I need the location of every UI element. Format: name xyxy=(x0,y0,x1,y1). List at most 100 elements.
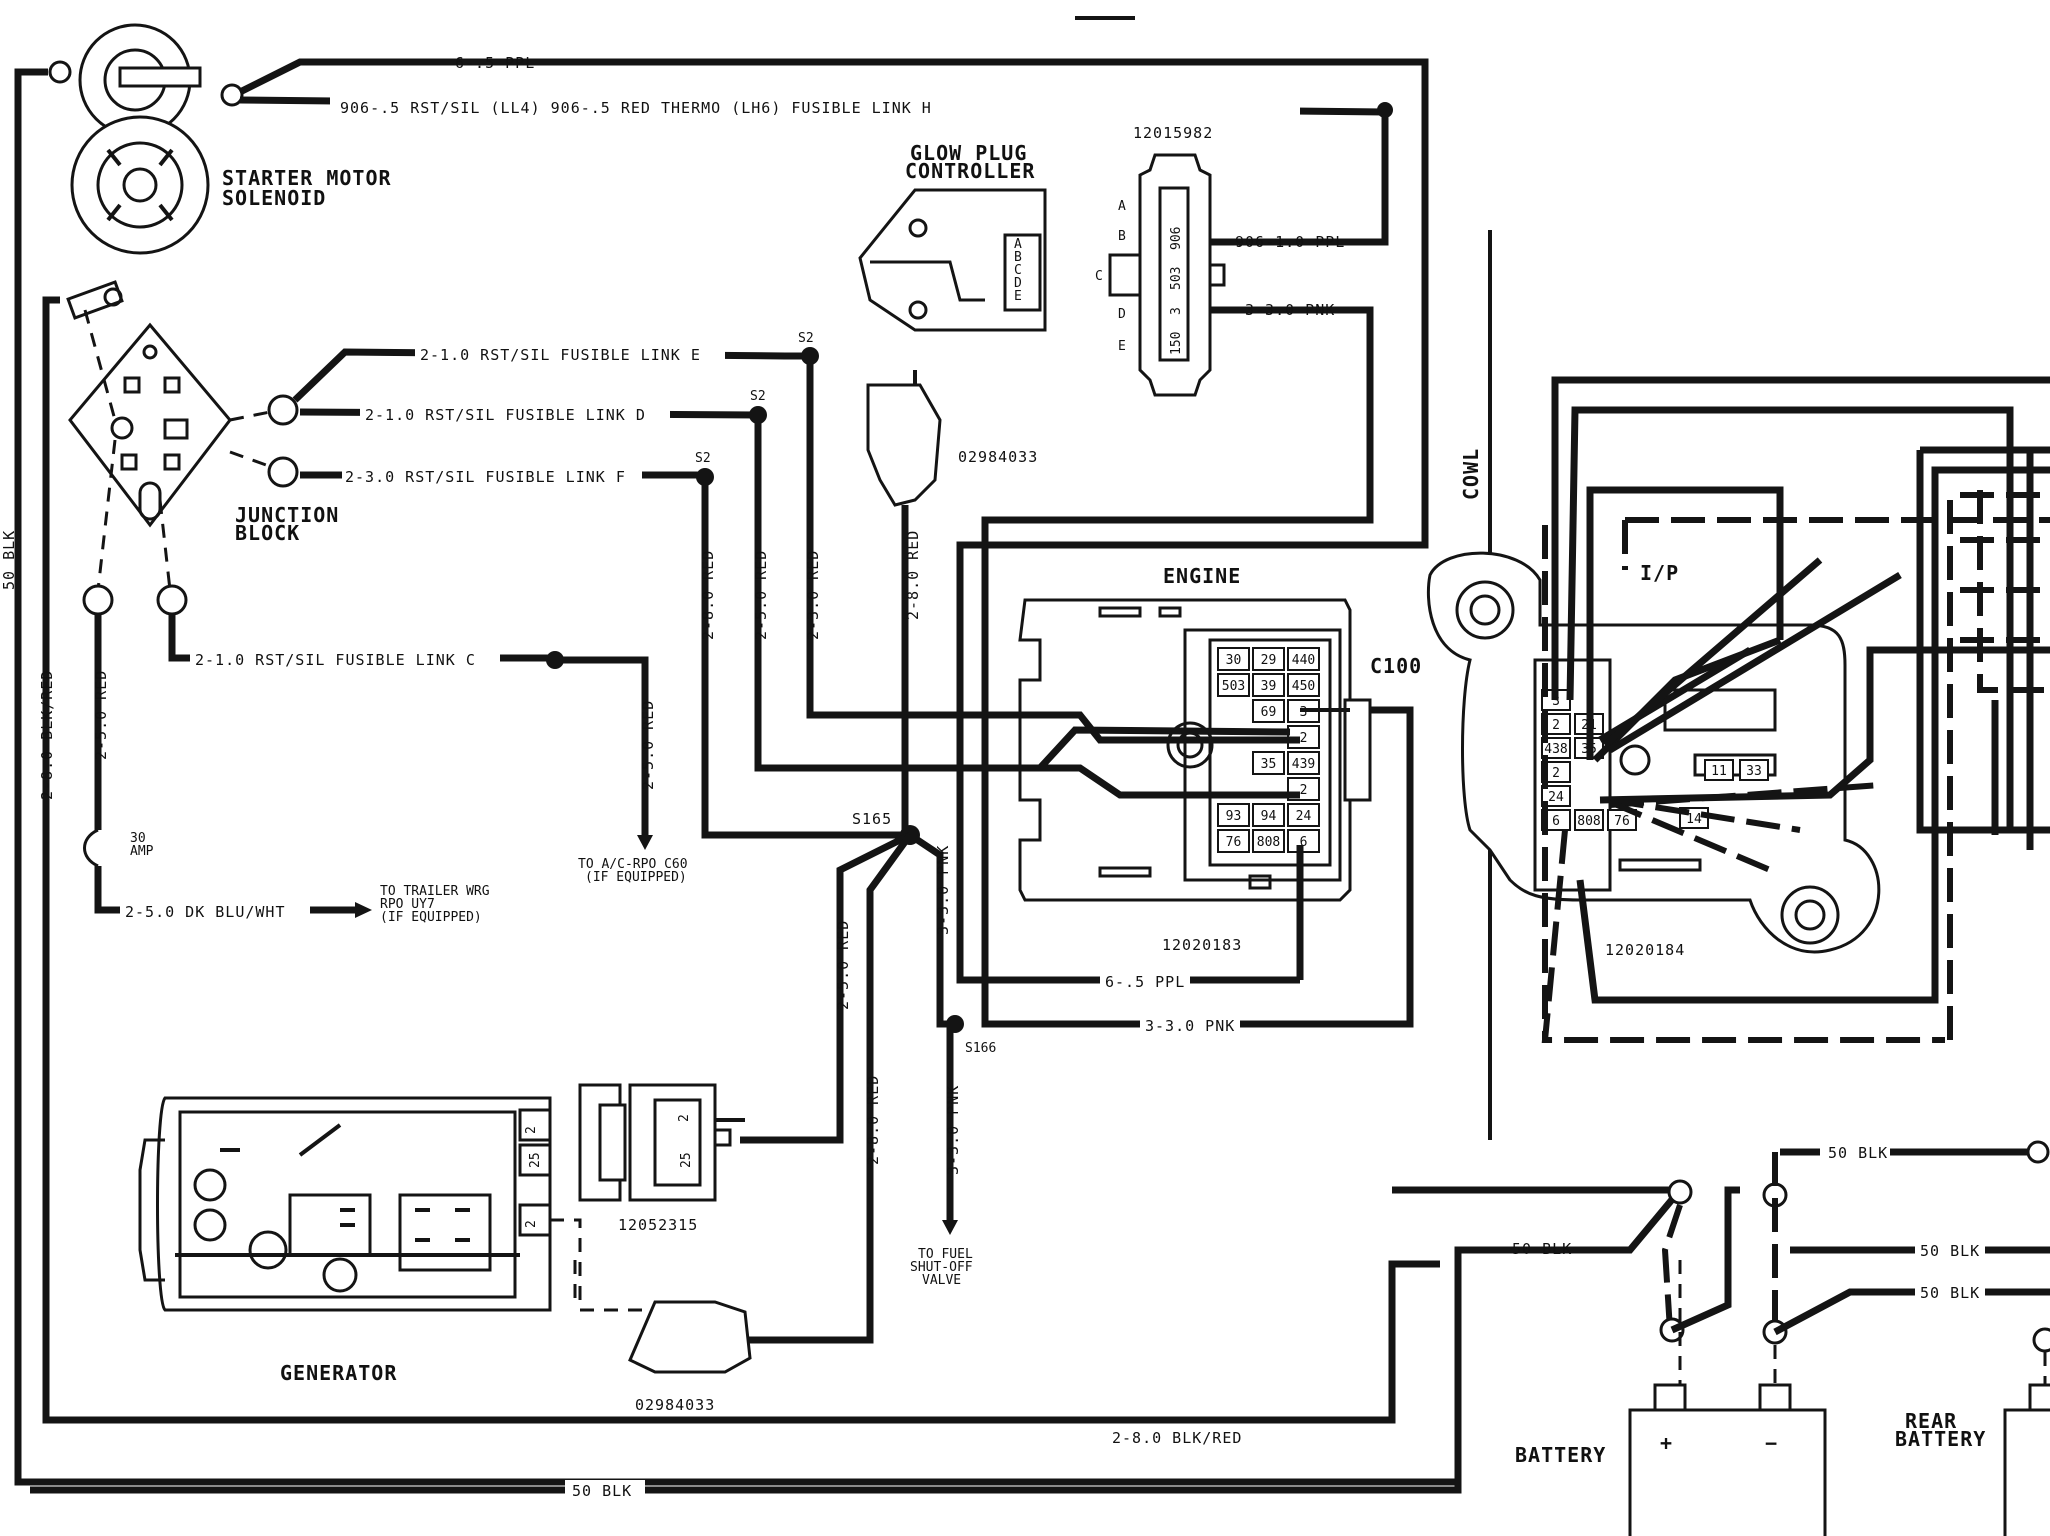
wire-label: 2-5.0 DK BLU/WHT xyxy=(125,903,286,921)
ring-terminal-icon xyxy=(220,83,244,107)
starter-motor-label: STARTER MOTOR SOLENOID xyxy=(222,166,405,210)
splice-label: S2 xyxy=(695,451,711,466)
pin-label: A xyxy=(1118,199,1126,214)
wire-label: 6-.5 PPL xyxy=(455,54,535,72)
ring-terminal-icon xyxy=(82,584,114,616)
cavity-label: 2 xyxy=(677,1114,692,1122)
splice-label: S165 xyxy=(852,810,892,828)
c100-cavity-label: 6 xyxy=(1300,835,1308,850)
c100-cavity-label: 440 xyxy=(1292,653,1315,668)
c100-cavity xyxy=(1217,673,1250,697)
wire-28-blk-red-left xyxy=(42,296,1440,1424)
wire-label: 2-8.0 BLK/RED xyxy=(38,670,56,800)
c100-cavity xyxy=(1252,699,1285,723)
c100-ip-cavity-label: 808 xyxy=(1577,814,1600,829)
arrow-icon xyxy=(942,1220,958,1235)
c100-cavity-label: 439 xyxy=(1292,757,1315,772)
wire-label: 2-1.0 RST/SIL FUSIBLE LINK C xyxy=(195,651,476,669)
c100-cavity-label: 39 xyxy=(1261,679,1277,694)
engine-label: ENGINE xyxy=(1163,564,1241,588)
terminal-label: 25 xyxy=(528,1152,543,1168)
c100-cavity-label: 808 xyxy=(1257,835,1280,850)
cavity-label: 150 xyxy=(1169,332,1184,355)
fuse-30amp xyxy=(83,828,99,868)
to-ac-label: TO A/C-RPO C60 (IF EQUIPPED) xyxy=(578,857,695,885)
c100-cavity xyxy=(1287,751,1320,775)
wire-label: 2-8.0 BLK/RED xyxy=(1112,1429,1242,1447)
c100-cavity xyxy=(1287,647,1320,671)
cavity-label: 3 xyxy=(1169,307,1184,315)
c100-ip-cavity-label: 2 xyxy=(1552,766,1560,781)
wire-label: 906-.5 RST/SIL (LL4) 906-.5 RED THERMO (… xyxy=(340,99,932,117)
wire-label: 50 BLK xyxy=(1828,1144,1888,1162)
c100-cavity xyxy=(1252,829,1285,853)
battery-label: BATTERY xyxy=(1515,1443,1606,1467)
c100-ip-cavity xyxy=(1739,759,1769,781)
glow-plug-connector xyxy=(1108,153,1226,397)
splice-label: S2 xyxy=(798,331,814,346)
c100-cavity-label: 29 xyxy=(1261,653,1277,668)
wire-50-blk-right-low xyxy=(1773,1288,2050,1336)
ring-terminal-icon xyxy=(267,394,299,426)
wire-50-blk-left xyxy=(14,68,1458,1486)
c100-cavity-label: 24 xyxy=(1296,809,1312,824)
connector-02984033-bottom xyxy=(628,1300,752,1374)
controller-pins: A B C D E xyxy=(1014,237,1030,304)
c100-cavity xyxy=(1287,803,1320,827)
c100-ip-cavity-label: 14 xyxy=(1686,812,1702,827)
c100-ip-connector xyxy=(1426,551,1881,954)
terminal-label: 2 xyxy=(524,1126,539,1134)
c100-cavity-label: 30 xyxy=(1226,653,1242,668)
c100-cavity-label: 2 xyxy=(1300,731,1308,746)
wire-28-red-gen xyxy=(745,832,913,1344)
wire-label: 2-1.0 RST/SIL FUSIBLE LINK E xyxy=(420,346,701,364)
wire-906-1-ppl xyxy=(1210,110,1389,246)
wire-label: 2-3.0 RST/SIL FUSIBLE LINK F xyxy=(345,468,626,486)
wire-to-c100 xyxy=(905,764,1300,799)
wire-label: 2-5.0 RED xyxy=(752,550,770,640)
c100-cavity xyxy=(1217,647,1250,671)
pin-label: B xyxy=(1118,229,1126,244)
c100-ip-cavity xyxy=(1541,785,1571,807)
cavity-label: 25 xyxy=(679,1152,694,1168)
ring-terminal-icon xyxy=(267,456,299,488)
wire-label: 2-3.0 RED xyxy=(804,550,822,640)
c100-cavity xyxy=(1217,803,1250,827)
c100-cavity xyxy=(1217,829,1250,853)
c100-cavity xyxy=(1252,673,1285,697)
c100-engine-connector xyxy=(1018,598,1372,902)
fuse-label: 30 AMP xyxy=(130,831,154,859)
wire-25-red-gen xyxy=(740,831,912,1144)
wire-label: 50 BLK xyxy=(1512,1240,1572,1258)
wire-label: 6-.5 PPL xyxy=(1105,973,1185,991)
wire-label: 2-5.0 RED xyxy=(92,670,110,760)
c100-ip-cavity-label: 24 xyxy=(1548,790,1564,805)
wire-label: 50 BLK xyxy=(1920,1242,1980,1260)
wire-label: 3-3.0 PNK xyxy=(934,845,952,935)
cowl-label: COWL xyxy=(1459,448,1483,500)
c100-ip-cavity xyxy=(1541,737,1571,759)
ip-harness xyxy=(1541,376,2050,1043)
c100-label: C100 xyxy=(1370,654,1422,678)
part-number: 12052315 xyxy=(618,1216,698,1234)
arrow-icon xyxy=(355,902,372,918)
c100-cavity-label: 94 xyxy=(1261,809,1277,824)
wire-6-ppl xyxy=(238,58,1429,984)
wire-label: 3-3.0 PNK xyxy=(1145,1017,1235,1035)
c100-ip-cavity xyxy=(1574,809,1604,831)
wire-label: 50 BLK xyxy=(0,530,18,590)
to-fuel-label: TO FUEL SHUT-OFF VALVE xyxy=(910,1247,981,1288)
wire-label: 2-5.0 RED xyxy=(834,920,852,1010)
c100-cavity-label: 2 xyxy=(1300,783,1308,798)
part-number: 02984033 xyxy=(958,448,1038,466)
junction-block-label: JUNCTION BLOCK xyxy=(235,503,352,545)
terminal-label: 2 xyxy=(524,1220,539,1228)
c100-ip-cavity-label: 2 xyxy=(1552,718,1560,733)
wire-label: 2-1.0 RST/SIL FUSIBLE LINK D xyxy=(365,406,646,424)
c100-ip-cavity-label: 3 xyxy=(1552,694,1560,709)
wire-label: 50 BLK xyxy=(572,1482,632,1500)
glow-plug-controller xyxy=(858,188,1047,332)
ground-icon xyxy=(2026,1140,2050,1164)
